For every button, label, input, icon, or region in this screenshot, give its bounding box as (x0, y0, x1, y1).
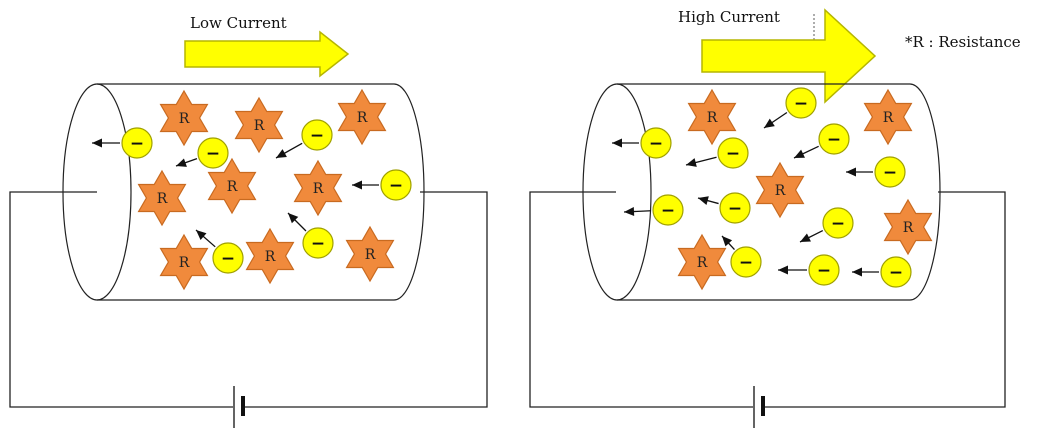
electron: − (612, 127, 672, 159)
electron-sign: − (206, 144, 220, 164)
low-circuit-wire (9, 191, 233, 408)
resistor-star: R (677, 233, 727, 291)
high-current-arrow (701, 8, 877, 104)
electron: − (793, 123, 850, 159)
resistance-note: *R : Resistance (905, 33, 1021, 51)
resistor-label: R (157, 191, 168, 207)
electron: − (721, 235, 762, 278)
electron: − (287, 212, 334, 259)
resistor-label: R (707, 110, 718, 126)
electron: − (763, 87, 817, 129)
electron: − (275, 119, 333, 159)
resistor-star: R (863, 88, 913, 146)
high-conductor-cylinder (582, 83, 941, 301)
electron: − (195, 229, 244, 274)
electron: − (846, 156, 906, 188)
electron-sign: − (311, 234, 325, 254)
low-battery (233, 386, 245, 428)
resistor-star: R (245, 227, 295, 285)
resistor-star: R (755, 161, 805, 219)
resistor-star: R (345, 225, 395, 283)
resistor-label: R (179, 111, 190, 127)
resistor-star: R (687, 88, 737, 146)
resistor-star: R (159, 233, 209, 291)
electron-sign: − (389, 176, 403, 196)
resistor-star: R (234, 96, 284, 154)
electron-sign: − (661, 201, 675, 221)
electron-sign: − (831, 214, 845, 234)
electron-sign: − (889, 263, 903, 283)
electron-sign: − (883, 163, 897, 183)
resistor-label: R (775, 183, 786, 199)
low-current-panel: Low Current R R R R R R R R R − − − − − − (9, 14, 488, 428)
resistor-star: R (883, 198, 933, 256)
high-electrons: −−−−−−−−−−− (612, 87, 912, 288)
resistor-label: R (254, 118, 265, 134)
electron: − (92, 127, 153, 159)
resistor-star: R (293, 159, 343, 217)
electron-sign: − (794, 94, 808, 114)
electron-sign: − (728, 199, 742, 219)
resistor-label: R (365, 247, 376, 263)
low-conductor-cylinder (62, 83, 425, 301)
electron: − (799, 207, 854, 243)
high-resistors: R R R R R (677, 88, 933, 291)
electron: − (685, 137, 749, 169)
resistor-label: R (883, 110, 894, 126)
high-circuit-wire-right (765, 191, 1006, 408)
resistor-star: R (337, 88, 387, 146)
electron: − (697, 192, 751, 224)
electron-sign: − (827, 130, 841, 150)
resistor-star: R (137, 169, 187, 227)
resistor-label: R (227, 179, 238, 195)
low-electrons: − − − − − − (92, 119, 412, 274)
resistor-label: R (357, 110, 368, 126)
resistor-label: R (179, 255, 190, 271)
electron: − (352, 169, 412, 201)
resistor-label: R (697, 255, 708, 271)
low-current-label: Low Current (190, 14, 287, 32)
electron: − (175, 137, 229, 169)
resistor-label: R (903, 220, 914, 236)
low-resistors: R R R R R R R R R (137, 88, 395, 291)
resistor-star: R (159, 89, 209, 147)
electron-sign: − (726, 144, 740, 164)
low-circuit-wire-right (245, 191, 488, 408)
electron: − (778, 254, 840, 286)
electron-sign: − (739, 253, 753, 273)
high-battery (753, 386, 765, 428)
high-circuit-wire (529, 191, 753, 408)
resistor-label: R (265, 249, 276, 265)
low-current-arrow (184, 30, 350, 78)
electron-sign: − (221, 249, 235, 269)
electron-sign: − (310, 126, 324, 146)
electron: − (623, 194, 684, 226)
resistor-label: R (313, 181, 324, 197)
electron-sign: − (817, 261, 831, 281)
electron: − (852, 256, 912, 288)
electron-sign: − (130, 134, 144, 154)
high-current-label: High Current (678, 8, 780, 26)
electron-sign: − (649, 134, 663, 154)
resistor-star: R (207, 157, 257, 215)
